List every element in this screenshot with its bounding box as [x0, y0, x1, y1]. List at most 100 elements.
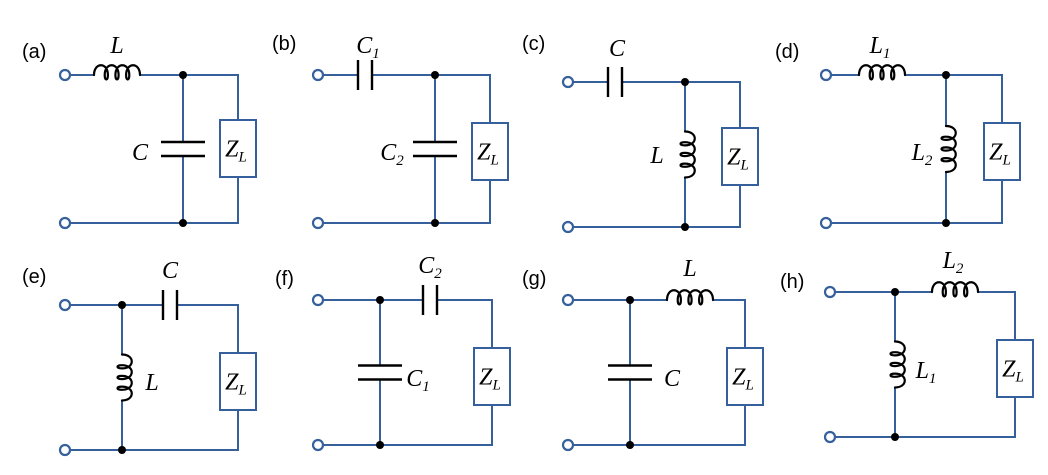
panel-tag: (f): [275, 268, 294, 290]
bottom-wire: [573, 185, 741, 228]
bottom-wire: [323, 405, 493, 446]
series-component-label: C1: [356, 33, 380, 62]
shunt-component-label: L2: [911, 140, 933, 169]
top-wire: [831, 74, 1003, 123]
label-symbol: Z: [732, 365, 746, 391]
bottom-wire: [831, 180, 1003, 224]
label-symbol: C: [380, 140, 397, 166]
load-label: ZL: [225, 137, 247, 166]
junction-node: [118, 301, 126, 309]
panel-tag: (h): [780, 271, 804, 293]
input-terminal: [58, 298, 72, 312]
panel-tag: (g): [522, 268, 546, 290]
shunt-capacitor-icon: [413, 140, 457, 158]
series-capacitor-icon: [421, 285, 439, 315]
shunt-capacitor-icon: [608, 364, 652, 381]
shunt-component-label: C2: [380, 140, 404, 169]
label-subscript: 2: [925, 153, 933, 169]
panel-tag: (b): [272, 33, 296, 55]
label-subscript: L: [238, 150, 247, 166]
panel-tag: (d): [775, 41, 799, 63]
load-label: ZL: [477, 140, 499, 169]
label-symbol: L: [109, 33, 123, 59]
label-symbol: L: [682, 256, 696, 282]
input-terminal: [58, 216, 72, 230]
shunt-component-label: L1: [915, 358, 937, 387]
label-symbol: C: [418, 253, 435, 279]
label-symbol: Z: [225, 137, 239, 163]
shunt-component-label: C: [132, 140, 149, 166]
label-subscript: L: [490, 153, 499, 169]
series-inductor-icon: [857, 64, 907, 81]
input-terminal: [58, 443, 72, 457]
top-wire: [573, 299, 746, 348]
bottom-wire: [323, 180, 491, 224]
junction-node: [376, 296, 384, 304]
top-wire: [70, 304, 239, 353]
label-subscript: 2: [434, 266, 442, 282]
shunt-component-label: C1: [406, 366, 430, 395]
top-wire: [323, 74, 491, 123]
label-subscript: 1: [929, 371, 937, 387]
junction-node: [626, 441, 634, 449]
load-label: ZL: [225, 370, 247, 399]
label-subscript: 1: [422, 379, 430, 395]
input-terminal: [561, 75, 575, 89]
junction-node: [179, 219, 187, 227]
label-subscript: 2: [396, 153, 404, 169]
label-symbol: C: [406, 366, 423, 392]
impedance-box-icon: [721, 127, 759, 186]
label-symbol: C: [132, 140, 149, 166]
shunt-inductor-icon: [940, 124, 957, 174]
label-subscript: 2: [956, 261, 964, 277]
load-label: ZL: [732, 365, 754, 394]
top-wire: [70, 74, 239, 120]
input-terminal: [823, 430, 837, 444]
input-terminal: [58, 68, 72, 82]
label-symbol: C: [356, 33, 373, 59]
series-component-label: C2: [418, 253, 442, 282]
junction-node: [431, 71, 439, 79]
label-subscript: L: [1015, 370, 1024, 386]
series-capacitor-icon: [356, 60, 374, 90]
top-wire: [573, 81, 741, 128]
impedance-box-icon: [726, 347, 764, 406]
shunt-component-label: L: [144, 370, 158, 396]
input-terminal: [311, 293, 325, 307]
top-wire: [323, 299, 493, 348]
label-subscript: L: [492, 378, 501, 394]
shunt-inductor-icon: [116, 353, 133, 402]
load-label: ZL: [479, 365, 501, 394]
impedance-box-icon: [996, 339, 1034, 398]
bottom-wire: [573, 405, 746, 446]
shunt-inductor-icon: [889, 340, 906, 389]
impedance-box-icon: [219, 119, 257, 178]
label-symbol: Z: [1002, 357, 1016, 383]
load-label: ZL: [1002, 357, 1024, 386]
junction-node: [891, 288, 899, 296]
label-symbol: L: [144, 370, 158, 396]
label-subscript: 1: [883, 46, 891, 62]
label-symbol: Z: [727, 145, 741, 171]
series-component-label: L1: [869, 33, 891, 62]
load-label: ZL: [727, 145, 749, 174]
bottom-wire: [70, 177, 239, 224]
input-terminal: [311, 216, 325, 230]
label-symbol: L: [869, 33, 883, 59]
series-component-label: L: [682, 256, 696, 282]
shunt-inductor-icon: [679, 130, 696, 179]
input-terminal: [819, 216, 833, 230]
input-terminal: [561, 438, 575, 452]
junction-node: [681, 223, 689, 231]
impedance-box-icon: [983, 122, 1021, 181]
series-component-label: C: [609, 36, 626, 62]
junction-node: [431, 219, 439, 227]
impedance-box-icon: [219, 352, 257, 411]
junction-node: [179, 71, 187, 79]
label-subscript: L: [740, 158, 749, 174]
